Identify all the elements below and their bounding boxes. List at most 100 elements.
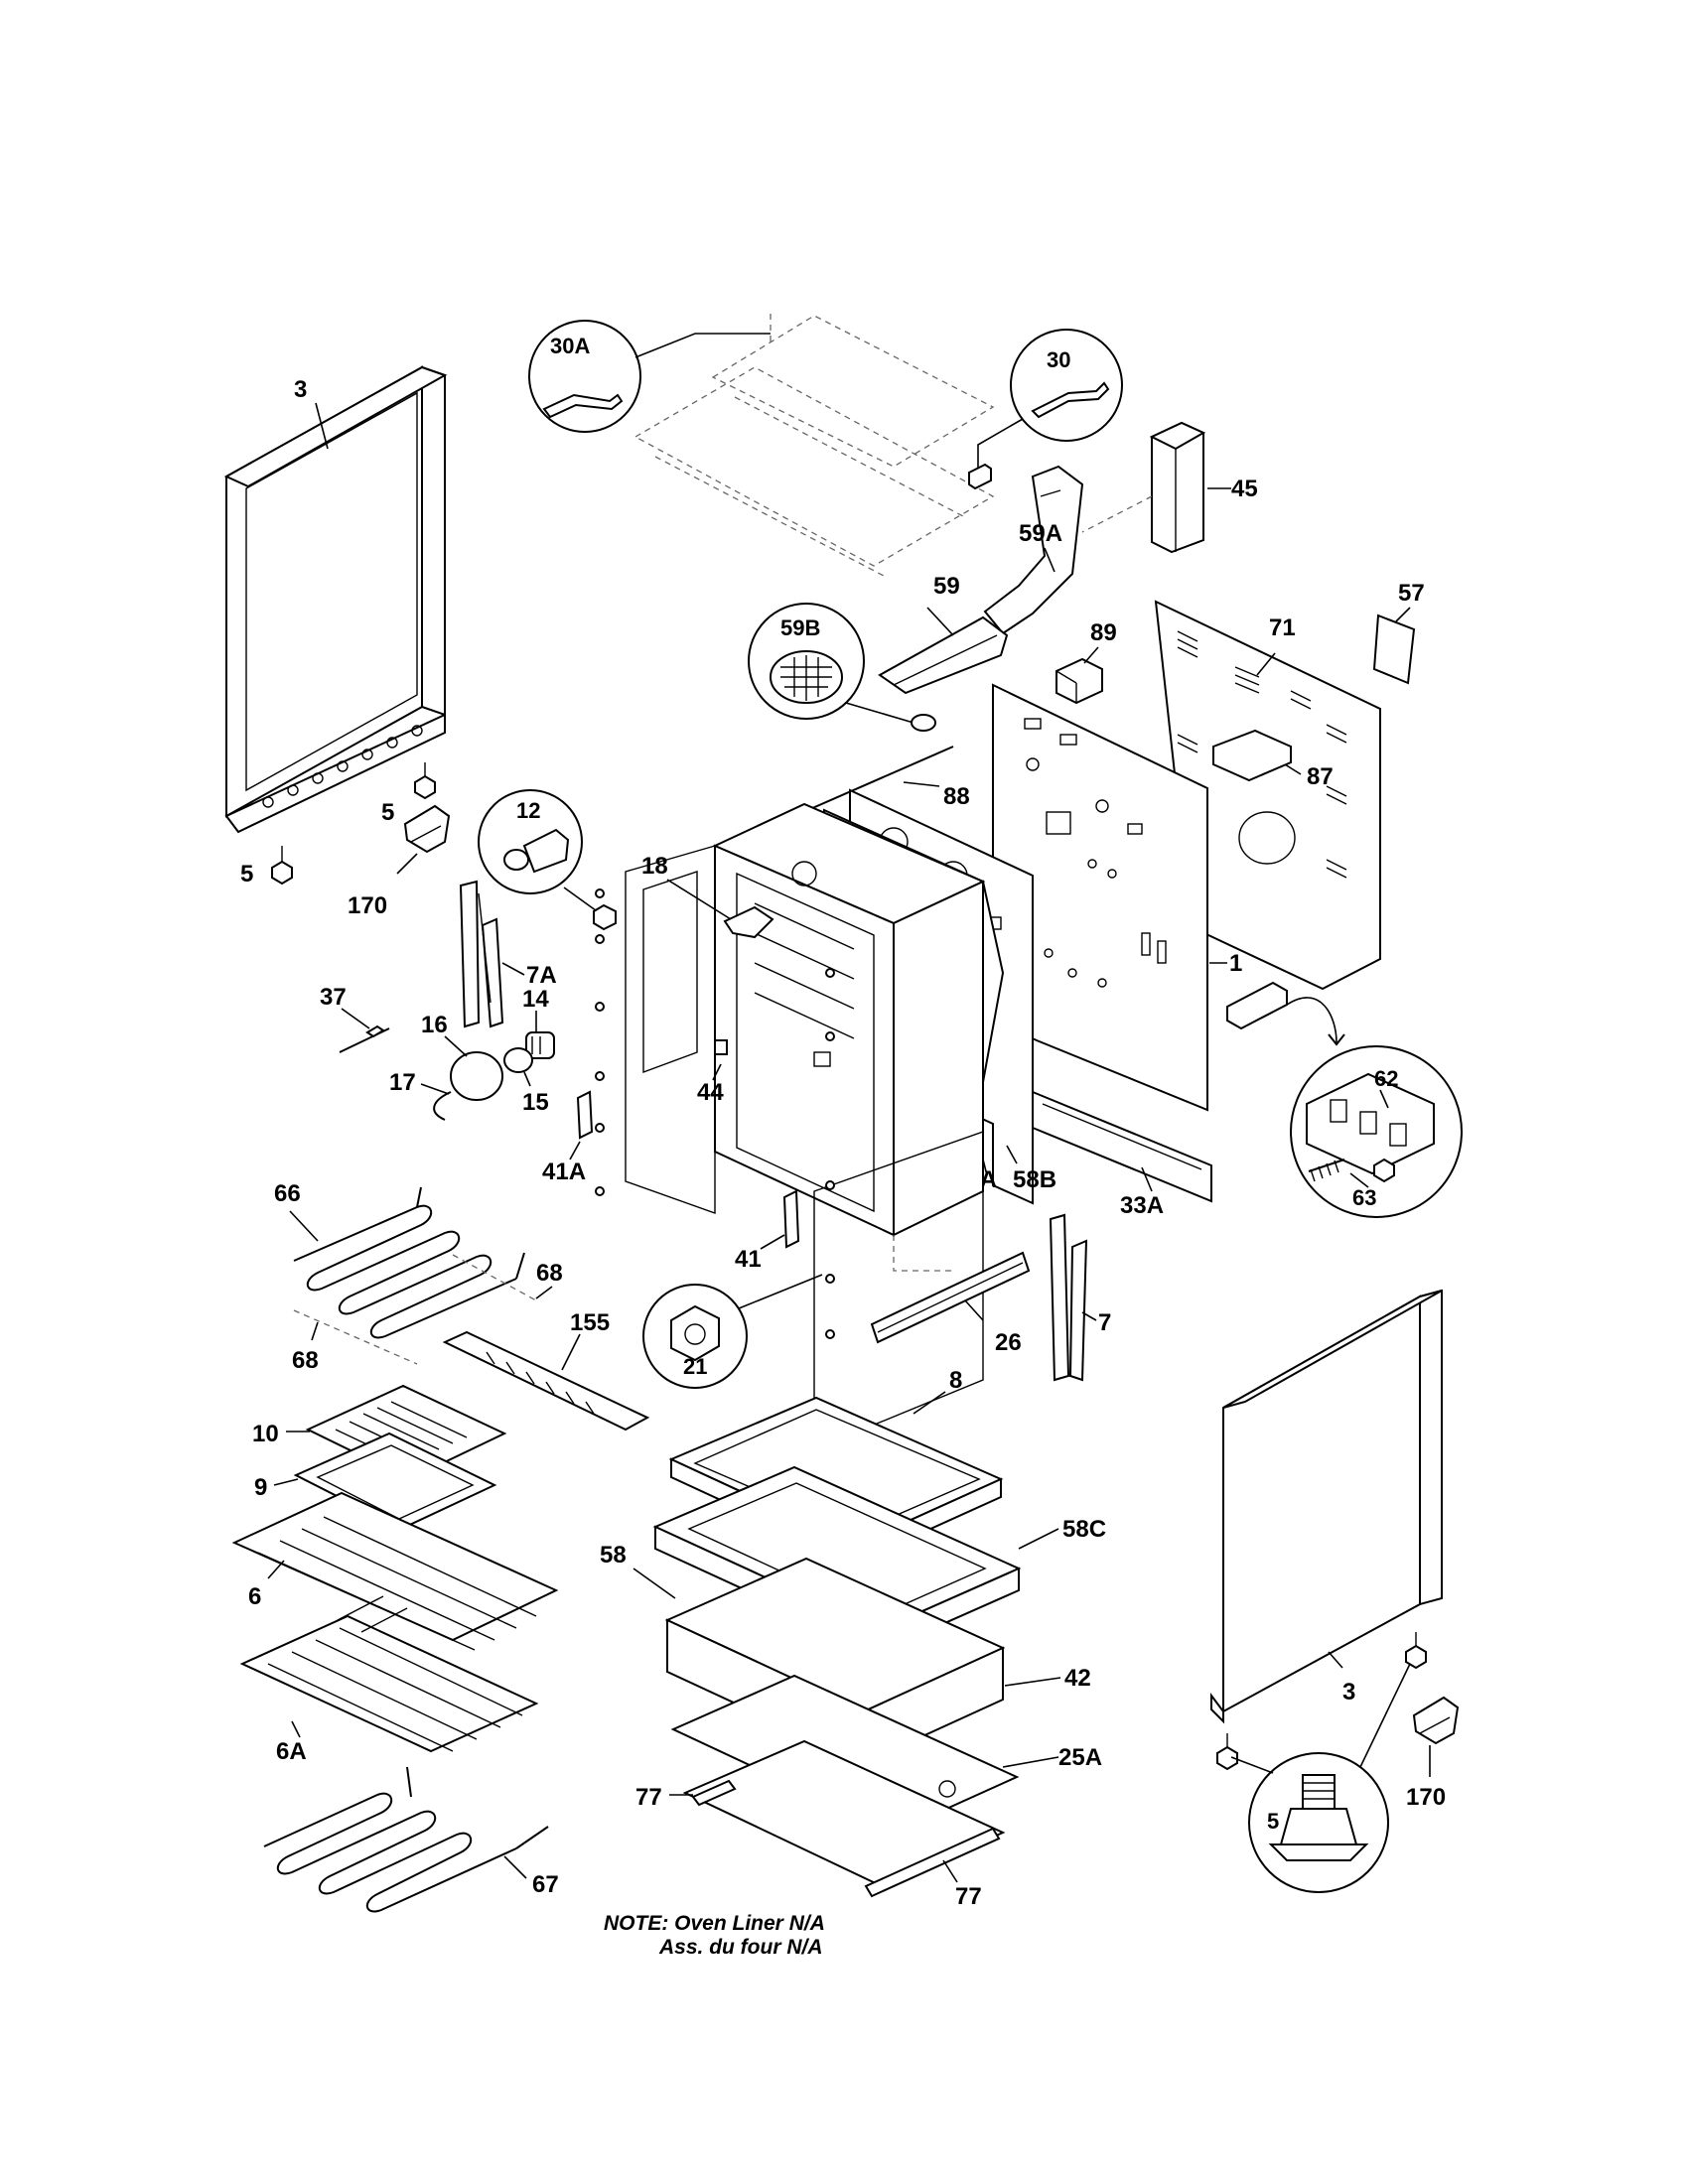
part-77-glide-b: [864, 1827, 1001, 1898]
label-77-a: 77: [635, 1784, 662, 1811]
label-59A: 59A: [1019, 520, 1062, 547]
label-26: 26: [995, 1329, 1022, 1356]
label-45: 45: [1231, 476, 1258, 502]
label-37: 37: [320, 984, 347, 1011]
label-58C: 58C: [1062, 1516, 1106, 1543]
part-66-broil-element: [293, 1186, 525, 1339]
leveling-bracket-170-right: [1412, 1696, 1460, 1745]
label-88: 88: [943, 783, 970, 810]
part-89-bracket: [1055, 657, 1103, 705]
part-26-rail: [870, 1235, 1031, 1344]
label-8: 8: [949, 1367, 962, 1394]
part-37-sensor: [339, 1024, 390, 1053]
part-59A-duct: [983, 465, 1084, 635]
part-6A-oven-rack: [239, 1595, 539, 1753]
label-63: 63: [1352, 1185, 1376, 1210]
label-30: 30: [1047, 347, 1070, 372]
part-57-plate: [1372, 614, 1416, 685]
label-6A: 6A: [276, 1738, 307, 1765]
label-67: 67: [532, 1871, 559, 1898]
label-21: 21: [683, 1354, 707, 1379]
screw-5-a: [414, 762, 436, 800]
part-17-wire: [433, 1091, 452, 1121]
part-7A-hinge: [459, 880, 504, 1028]
note-line-1: NOTE: Oven Liner N/A: [604, 1912, 825, 1935]
screw-5-b: [271, 846, 293, 886]
label-1: 1: [1229, 950, 1242, 977]
part-71-rear-cover: [1154, 600, 1381, 991]
label-18: 18: [641, 853, 668, 880]
label-77-b: 77: [955, 1883, 982, 1910]
label-42: 42: [1064, 1665, 1091, 1692]
label-33A: 33A: [1120, 1192, 1164, 1219]
part-7-hinge: [1049, 1213, 1088, 1382]
label-12: 12: [516, 798, 540, 823]
label-62: 62: [1374, 1066, 1398, 1091]
label-71: 71: [1269, 614, 1296, 641]
part-45-box: [1149, 421, 1206, 554]
part-14-lamp-socket: [525, 1031, 555, 1059]
part-41A-bracket: [576, 1090, 594, 1140]
left-side-panel: [223, 365, 448, 834]
callout-62-63: [1290, 1045, 1463, 1218]
label-17: 17: [389, 1069, 416, 1096]
front-frame: [625, 845, 984, 1451]
label-58B: 58B: [1013, 1166, 1056, 1193]
label-10: 10: [252, 1421, 279, 1447]
label-155: 155: [570, 1309, 610, 1336]
terminal-block-small: [1226, 981, 1288, 1030]
label-14: 14: [522, 986, 549, 1013]
label-7: 7: [1098, 1309, 1111, 1336]
part-68-wire-a: [452, 1254, 537, 1301]
part-67-bake-element: [263, 1766, 549, 1913]
callout-30: [968, 329, 1123, 490]
label-68-b: 68: [292, 1347, 319, 1374]
label-6: 6: [248, 1583, 261, 1610]
part-59-duct: [878, 615, 1009, 695]
label-41A: 41A: [542, 1159, 586, 1185]
label-89: 89: [1090, 619, 1117, 646]
screw-5-right-b: [1405, 1632, 1427, 1670]
callout-30A: [528, 320, 771, 433]
label-68-a: 68: [536, 1260, 563, 1287]
label-5-b: 5: [240, 861, 253, 887]
part-15-bulb: [503, 1047, 533, 1073]
screw-5-right-a: [1216, 1733, 1238, 1771]
label-25A: 25A: [1058, 1744, 1102, 1771]
label-30A: 30A: [550, 334, 590, 358]
label-41: 41: [735, 1246, 762, 1273]
label-16: 16: [421, 1012, 448, 1038]
label-66: 66: [274, 1180, 301, 1207]
note-line-2: Ass. du four N/A: [658, 1936, 823, 1959]
part-68-wire-b: [293, 1309, 418, 1365]
label-59B: 59B: [780, 615, 820, 640]
label-5-right: 5: [1267, 1809, 1279, 1834]
callout-59B: [748, 603, 936, 732]
part-41-bracket: [782, 1189, 800, 1249]
part-77-glide-a: [691, 1779, 737, 1807]
label-58: 58: [600, 1542, 627, 1569]
label-5-a: 5: [381, 799, 394, 826]
label-3-right: 3: [1342, 1679, 1355, 1706]
label-57: 57: [1398, 580, 1425, 607]
callout-12: [478, 789, 617, 931]
part-16-lens: [450, 1051, 503, 1101]
label-3-left: 3: [294, 376, 307, 403]
top-frame-dashed: [633, 314, 995, 577]
part-6-oven-rack: [231, 1491, 559, 1651]
label-7A: 7A: [526, 962, 557, 989]
callout-5-leveling-leg: [1230, 1663, 1411, 1893]
label-59: 59: [933, 573, 960, 600]
leveling-bracket-170-left: [403, 804, 451, 854]
oven-cavity: [712, 802, 986, 1237]
label-15: 15: [522, 1089, 549, 1116]
frame-screws: [595, 888, 835, 1339]
right-side-panel: [1210, 1289, 1443, 1724]
label-9: 9: [254, 1474, 267, 1501]
callout-21: [642, 1274, 823, 1389]
label-87: 87: [1307, 763, 1334, 790]
part-155-vent: [442, 1330, 650, 1432]
label-44: 44: [697, 1079, 724, 1106]
label-170-left: 170: [348, 892, 387, 919]
